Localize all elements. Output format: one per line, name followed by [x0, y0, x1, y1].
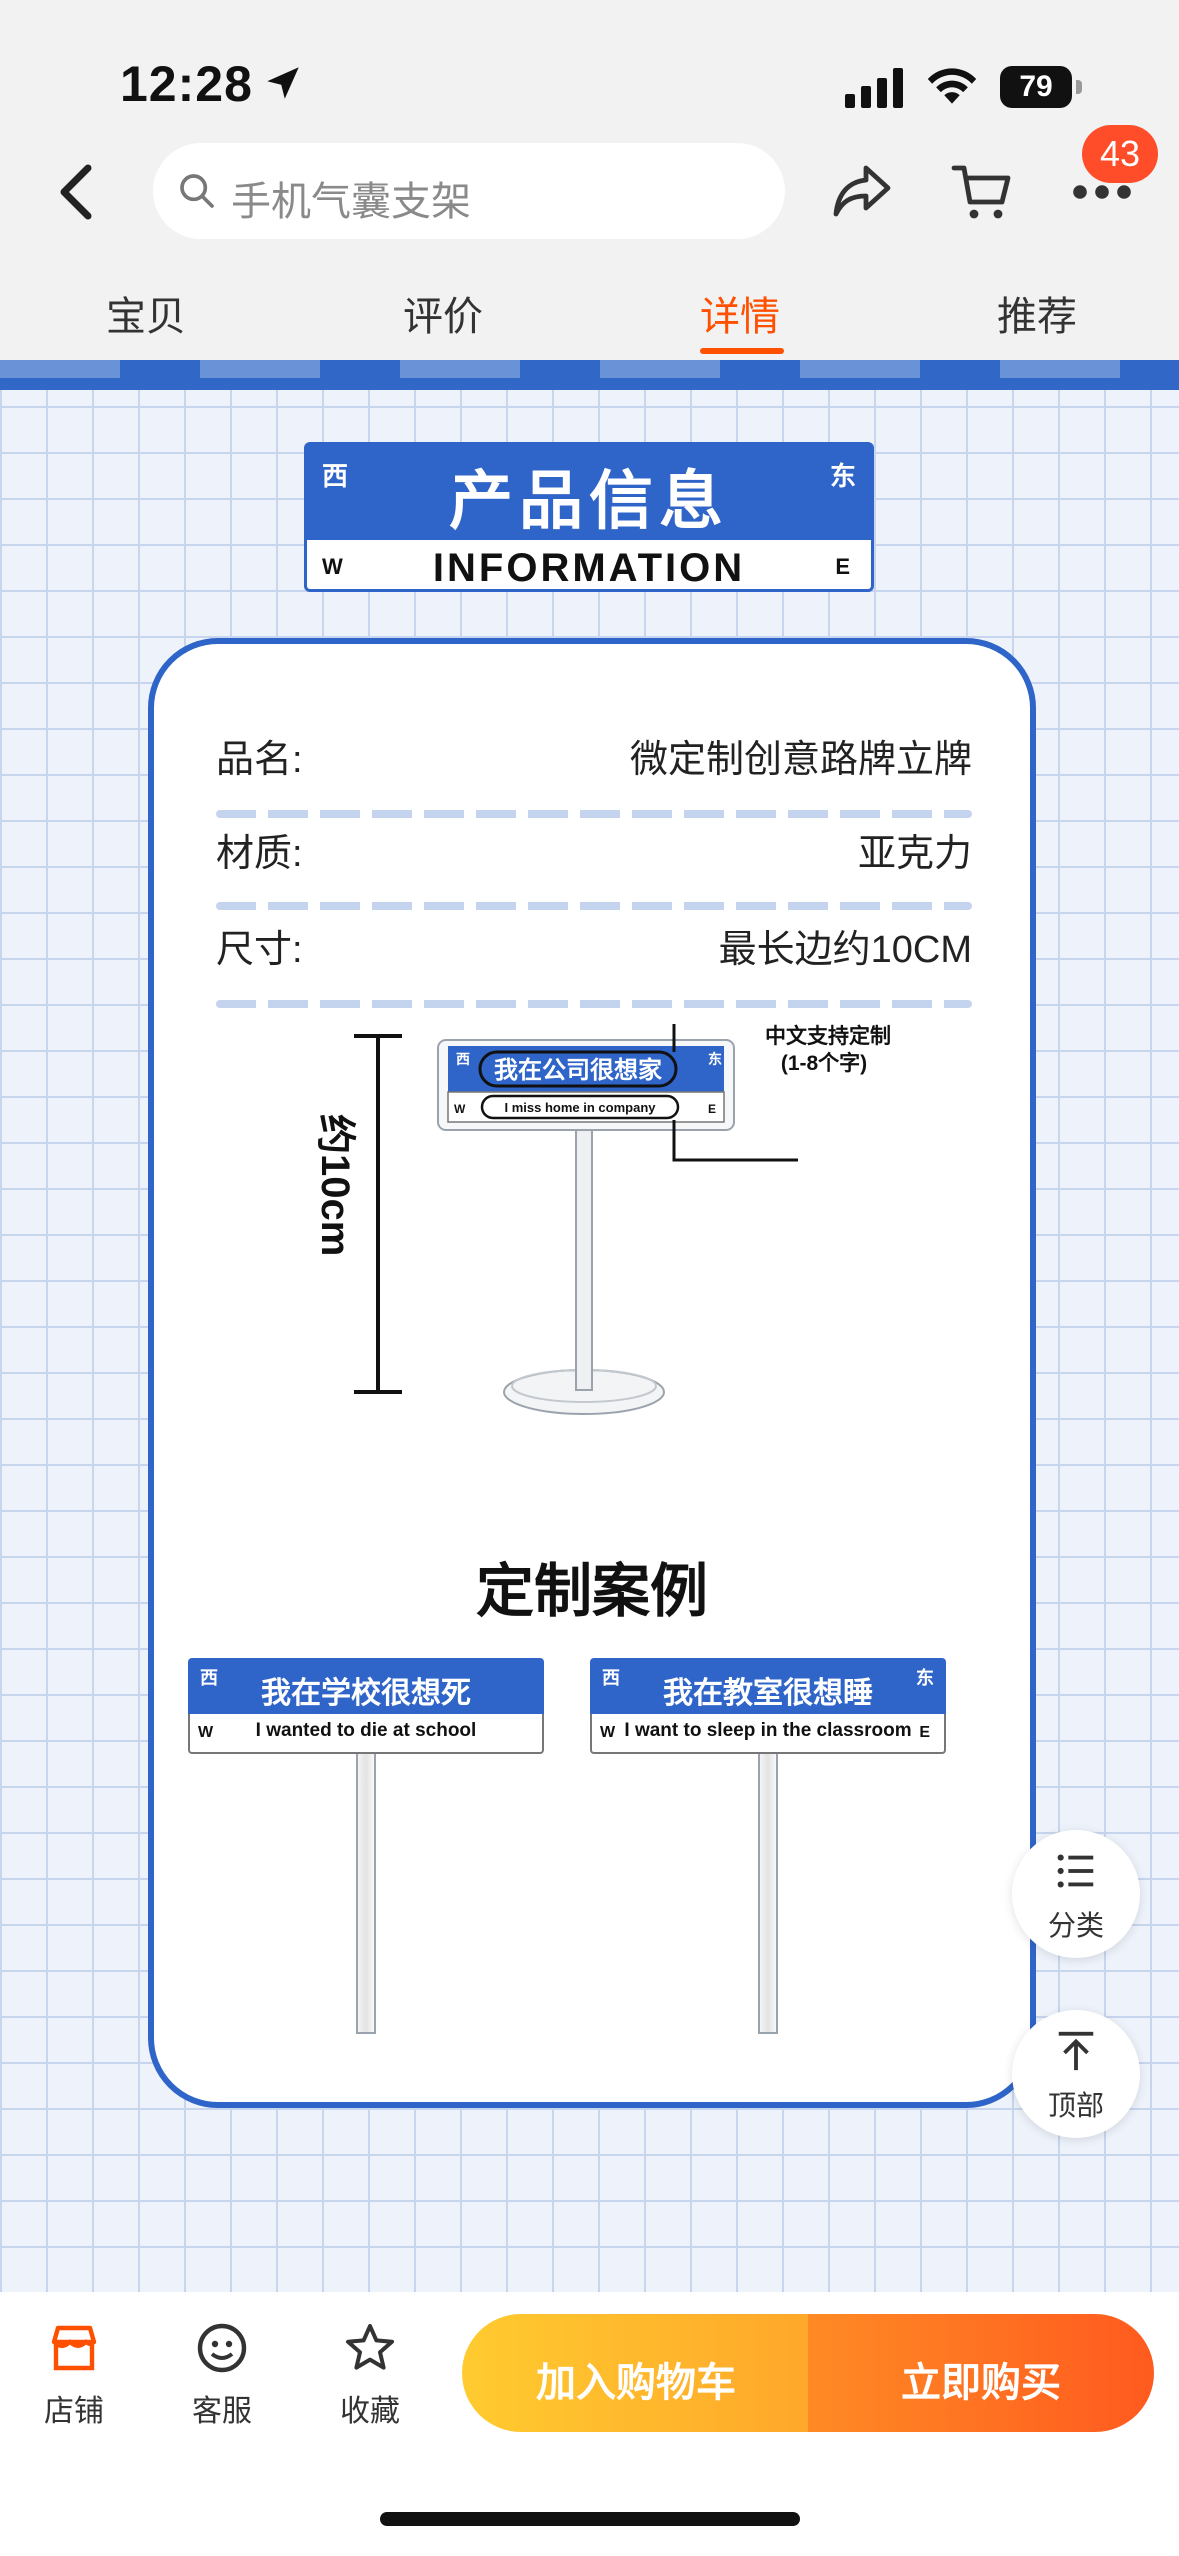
example-pole — [356, 1754, 376, 2034]
tab-recommend[interactable]: 推荐 — [997, 295, 1077, 339]
svg-text:西: 西 — [456, 1051, 470, 1067]
bottom-action-bar: 店铺 客服 收藏 加入购物车 立即购买 — [0, 2292, 1179, 2556]
top-label: 顶部 — [1047, 2090, 1104, 2121]
battery-level: 79 — [1019, 70, 1053, 103]
spec-value: 最长边约10CM — [718, 929, 972, 971]
size-diagram: 约10cm 西 东 我在公司很想家 W E I miss home in com… — [313, 1024, 891, 1415]
example-sign-en: I wanted to die at school — [255, 1720, 477, 1741]
sign-east: E — [919, 1724, 930, 1741]
customer-service-button[interactable]: 客服 — [172, 2320, 272, 2430]
cart-icon[interactable] — [950, 160, 1014, 224]
list-icon — [1057, 1854, 1094, 1888]
sign-east-cn: 东 — [916, 1668, 934, 1688]
star-icon — [346, 2324, 394, 2370]
spec-value: 亚克力 — [857, 833, 972, 875]
search-icon — [180, 174, 214, 208]
dashed-divider — [216, 902, 972, 910]
search-bar[interactable]: 手机气囊支架 — [153, 143, 785, 239]
spec-row-name: 品名: 微定制创意路牌立牌 — [216, 728, 972, 788]
back-chevron-icon[interactable] — [56, 162, 96, 222]
height-label: 约10cm — [313, 1114, 357, 1256]
arrow-up-to-top-icon — [1058, 2031, 1094, 2071]
sign-west-cn: 西 — [200, 1668, 218, 1688]
diagram-sign-en: I miss home in company — [505, 1100, 657, 1115]
tab-reviews[interactable]: 评价 — [403, 295, 483, 339]
example-sign-school: 西 我在学校很想死 W I wanted to die at school — [188, 1658, 544, 1754]
category-float-button[interactable]: 分类 — [1012, 1830, 1140, 1958]
callout-line1: 中文支持定制 — [765, 1024, 891, 1048]
sign-title-cn: 产品信息 — [449, 465, 729, 537]
sign-west: W — [198, 1724, 214, 1741]
smile-chat-icon — [197, 2323, 247, 2373]
example-pole — [758, 1754, 778, 2034]
add-to-cart-label: 加入购物车 — [536, 2361, 736, 2405]
example-sign-cn: 我在教室很想睡 — [663, 1677, 873, 1710]
active-tab-underline — [700, 348, 784, 354]
home-indicator — [380, 2512, 800, 2526]
detail-image: 西 东 产品信息 W E INFORMATION 品名: 微定制创意路牌立牌 材… — [0, 360, 1179, 2292]
svg-text:东: 东 — [708, 1051, 722, 1067]
buy-now-button[interactable]: 立即购买 — [808, 2314, 1154, 2432]
buy-now-label: 立即购买 — [901, 2361, 1061, 2405]
sign-east-cn: 东 — [829, 461, 856, 491]
shop-button[interactable]: 店铺 — [24, 2320, 124, 2430]
diagram-sign-cn: 我在公司很想家 — [494, 1056, 662, 1084]
examples-title: 定制案例 — [475, 1559, 708, 1624]
dashed-divider — [216, 810, 972, 818]
cart-count-badge: 43 — [1082, 125, 1158, 183]
sign-west: W — [322, 554, 343, 579]
status-time: 12:28 — [120, 56, 253, 112]
back-to-top-button[interactable]: 顶部 — [1012, 2010, 1140, 2138]
shop-label: 店铺 — [44, 2395, 104, 2428]
shop-icon — [51, 2325, 97, 2371]
svg-text:W: W — [454, 1102, 466, 1116]
information-sign: 西 东 产品信息 W E INFORMATION — [304, 442, 874, 592]
battery-indicator: 79 — [1000, 66, 1082, 108]
sign-west-cn: 西 — [602, 1668, 620, 1688]
more-dots-icon[interactable] — [1072, 180, 1132, 204]
search-placeholder: 手机气囊支架 — [231, 180, 471, 224]
dashed-divider — [216, 1000, 972, 1008]
example-sign-classroom: 西 东 我在教室很想睡 W E I want to sleep in the c… — [590, 1658, 946, 1754]
tab-bar: 宝贝 评价 详情 推荐 — [0, 270, 1179, 360]
location-arrow-icon — [267, 67, 299, 99]
spec-row-material: 材质: 亚克力 — [216, 822, 972, 882]
spec-key: 品名: — [216, 739, 303, 781]
svg-text:E: E — [708, 1102, 716, 1116]
callout-line2: (1-8个字) — [781, 1051, 867, 1075]
add-to-cart-button[interactable]: 加入购物车 — [462, 2314, 810, 2432]
product-info-card: 品名: 微定制创意路牌立牌 材质: 亚克力 尺寸: 最长边约10CM 约10cm — [148, 638, 1036, 2108]
example-sign-en: I want to sleep in the classroom — [624, 1720, 912, 1741]
sign-title-en: INFORMATION — [432, 546, 746, 590]
spec-key: 尺寸: — [216, 929, 303, 971]
service-label: 客服 — [192, 2395, 252, 2428]
spec-key: 材质: — [216, 833, 303, 875]
favorite-button[interactable]: 收藏 — [320, 2320, 420, 2430]
status-bar: 12:28 79 — [0, 0, 1179, 140]
tab-item[interactable]: 宝贝 — [106, 295, 186, 339]
spec-value: 微定制创意路牌立牌 — [629, 739, 972, 781]
cellular-signal-icon — [845, 68, 903, 108]
top-banner-strip — [0, 360, 1179, 390]
sign-east: E — [835, 554, 850, 579]
category-label: 分类 — [1047, 1910, 1104, 1941]
wifi-icon — [927, 68, 977, 104]
sign-west-cn: 西 — [322, 461, 349, 491]
example-sign-cn: 我在学校很想死 — [261, 1677, 471, 1710]
share-icon[interactable] — [830, 160, 894, 220]
tab-details[interactable]: 详情 — [700, 295, 780, 339]
spec-row-size: 尺寸: 最长边约10CM — [216, 918, 972, 978]
favorite-label: 收藏 — [340, 2395, 400, 2428]
sign-west: W — [600, 1724, 616, 1741]
